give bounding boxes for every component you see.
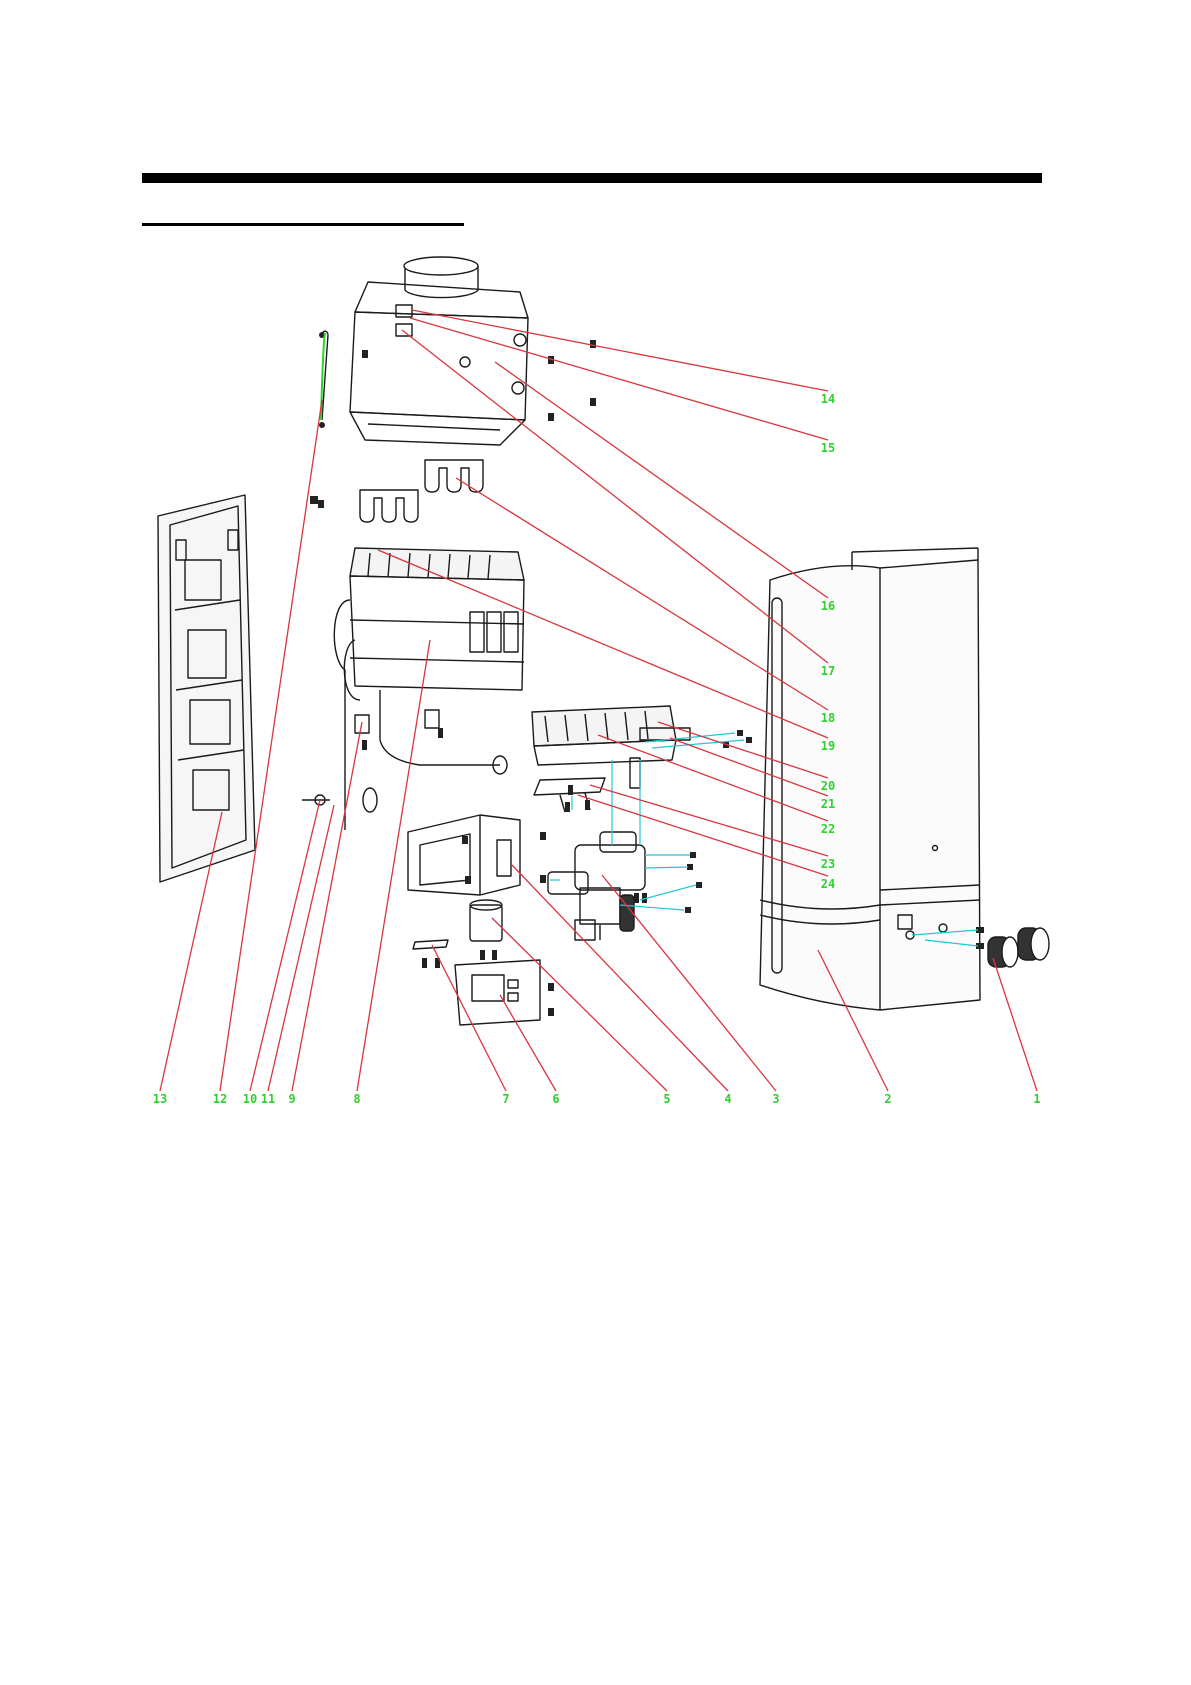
callout-23: 23 <box>821 857 835 871</box>
callout-5: 5 <box>663 1092 670 1106</box>
leader-line-5 <box>492 918 667 1091</box>
callout-4: 4 <box>724 1092 731 1106</box>
leader-line-17 <box>402 330 828 663</box>
callout-16: 16 <box>821 599 835 613</box>
back-frame <box>158 495 255 882</box>
leader-line-1 <box>993 958 1037 1091</box>
leader-line-16 <box>495 362 828 598</box>
callout-24: 24 <box>821 877 835 891</box>
callout-15: 15 <box>821 441 835 455</box>
clip <box>413 940 448 949</box>
leader-line-8 <box>357 640 430 1091</box>
control-knobs <box>988 928 1049 967</box>
callout-3: 3 <box>772 1092 779 1106</box>
callout-22: 22 <box>821 822 835 836</box>
header-thick-rule <box>142 173 1042 183</box>
callout-21: 21 <box>821 797 835 811</box>
header-thin-underline <box>142 223 464 226</box>
callout-7: 7 <box>502 1092 509 1106</box>
leader-line-10 <box>250 800 320 1091</box>
control-box-tray <box>408 815 520 895</box>
gas-valve <box>548 832 645 940</box>
callout-18: 18 <box>821 711 835 725</box>
leader-line-6 <box>500 995 556 1091</box>
callout-13: 13 <box>153 1092 167 1106</box>
leader-line-9 <box>292 722 362 1091</box>
heat-exchanger <box>334 548 524 830</box>
callout-20: 20 <box>821 779 835 793</box>
callout-19: 19 <box>821 739 835 753</box>
callout-14: 14 <box>821 392 835 406</box>
callout-17: 17 <box>821 664 835 678</box>
callout-8: 8 <box>353 1092 360 1106</box>
callout-11: 11 <box>261 1092 275 1106</box>
flue-hood <box>350 257 528 445</box>
callout-2: 2 <box>884 1092 891 1106</box>
u-brackets <box>360 460 483 522</box>
callout-9: 9 <box>288 1092 295 1106</box>
igniter <box>470 900 502 941</box>
front-casing <box>760 548 980 1010</box>
leader-line-11 <box>268 805 334 1091</box>
callout-6: 6 <box>552 1092 559 1106</box>
leader-line-7 <box>432 945 506 1091</box>
callout-1: 1 <box>1033 1092 1040 1106</box>
callout-12: 12 <box>213 1092 227 1106</box>
callout-10: 10 <box>243 1092 257 1106</box>
